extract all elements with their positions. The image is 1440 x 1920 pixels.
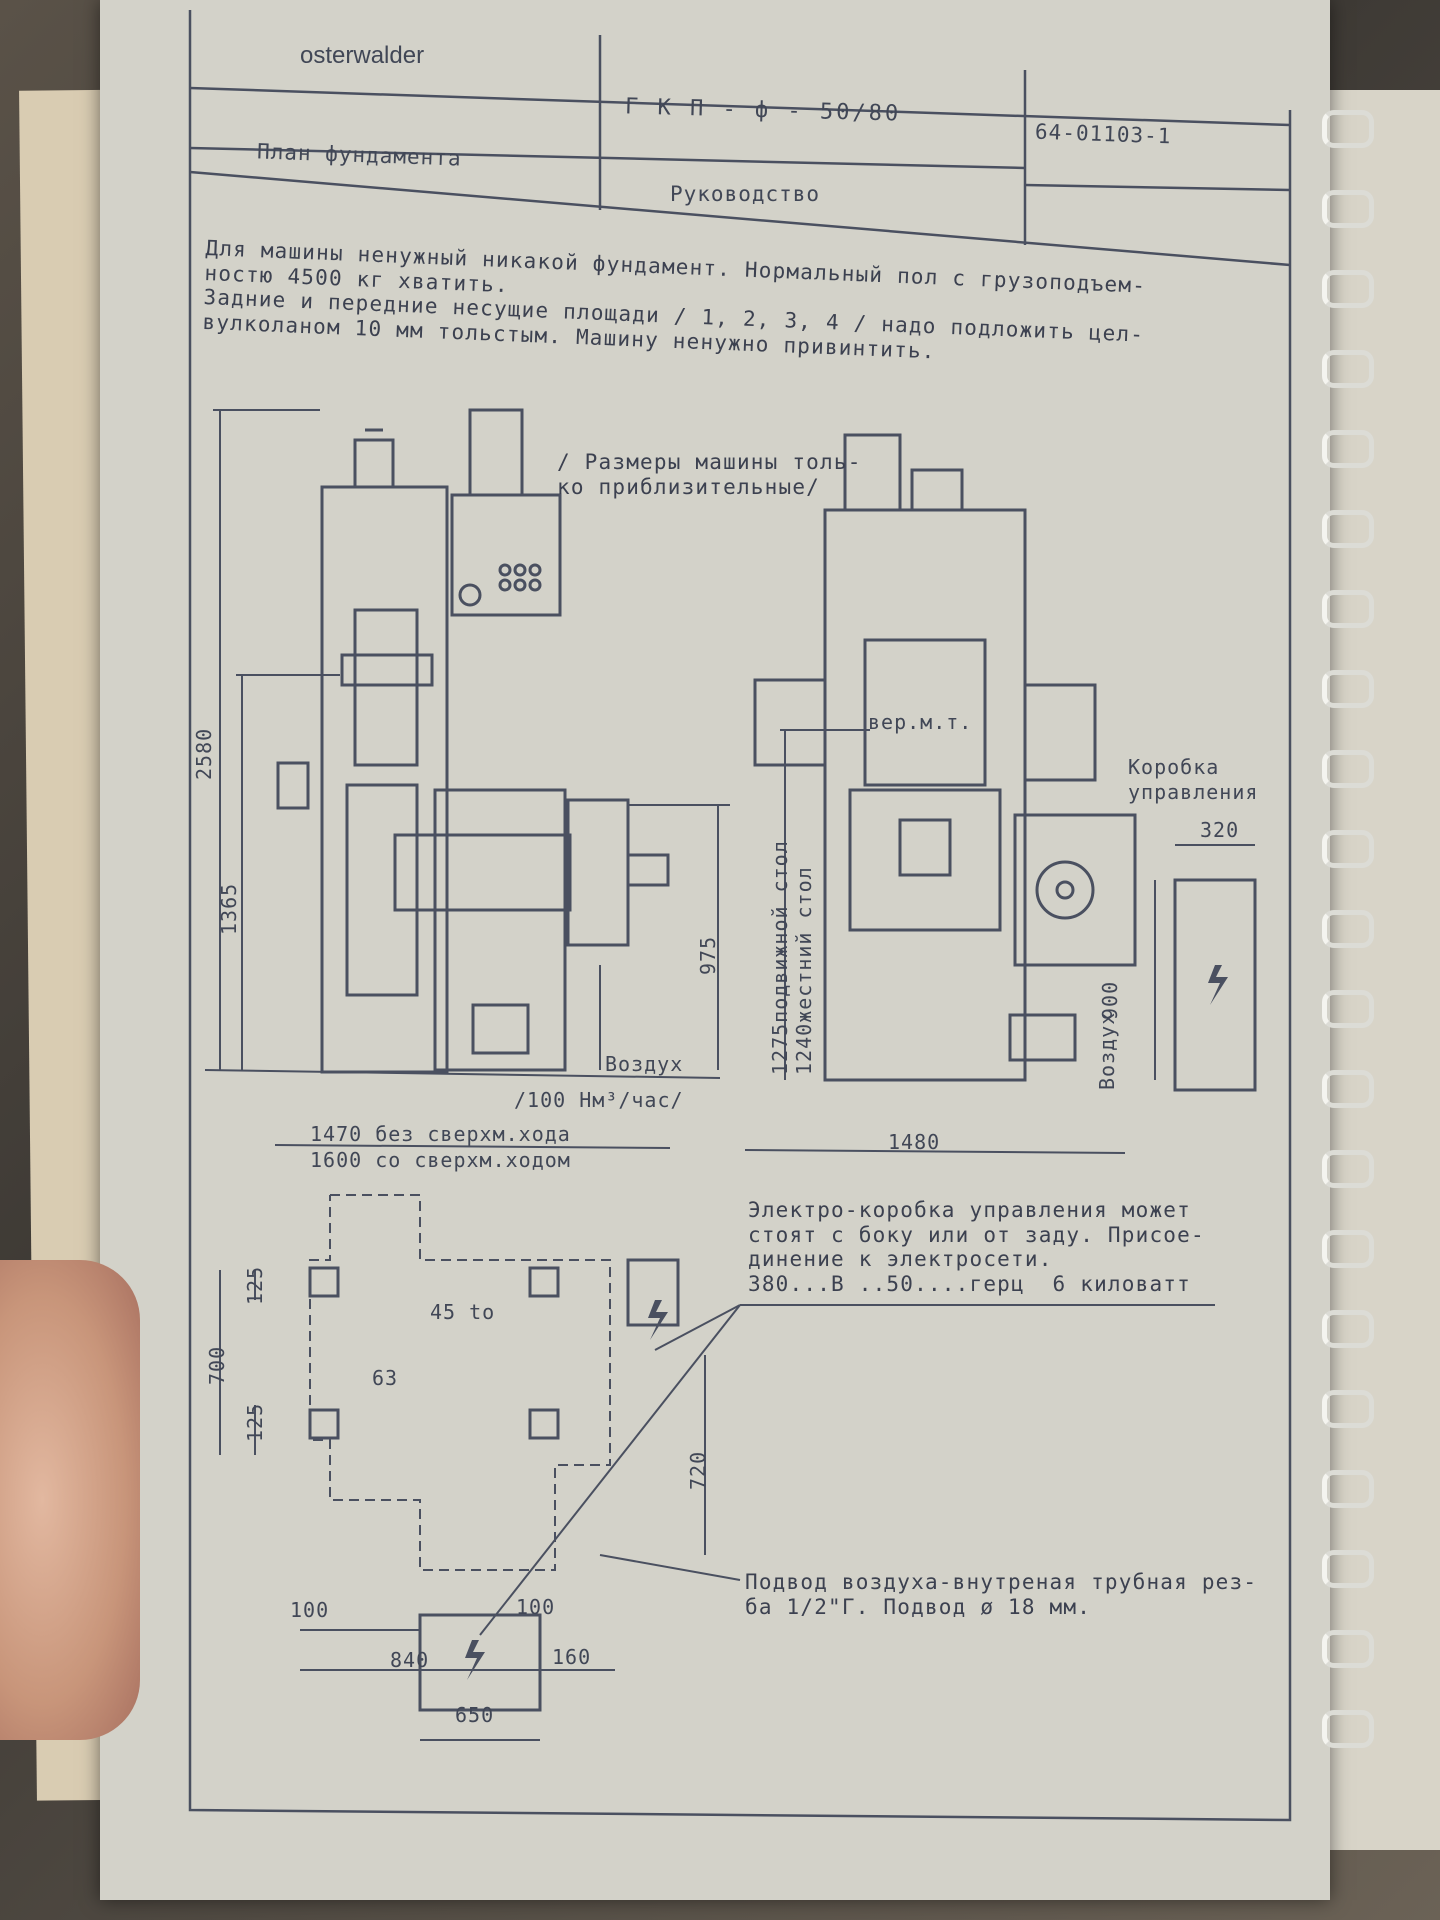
dim-100-left: 100 <box>290 1598 330 1622</box>
lightning-icon <box>465 965 1228 1680</box>
support-pads <box>308 1258 680 1712</box>
dim-1365: 1365 <box>217 882 241 935</box>
note-line: стоят с боку или от заду. Присое- <box>748 1222 1205 1247</box>
dim-1480: 1480 <box>888 1130 941 1154</box>
dim-125-bottom: 125 <box>243 1402 267 1442</box>
dim-125-top: 125 <box>243 1265 267 1305</box>
angle-label: 45 to <box>430 1300 496 1324</box>
dim-975: 975 <box>696 935 720 975</box>
movable-table-height: 1275подвижной стол <box>768 840 792 1075</box>
dim-840: 840 <box>390 1648 430 1672</box>
foundation-plan <box>309 1194 611 1571</box>
dim-700: 700 <box>205 1345 229 1385</box>
note-line: ба 1/2"Г. Подвод ø 18 мм. <box>745 1594 1092 1619</box>
dim-160: 160 <box>552 1645 592 1669</box>
note-line: ко приблизительные/ <box>557 474 821 499</box>
electrical-note: Электро-коробка управления может стоят с… <box>748 1198 1205 1296</box>
logo: osterwalder <box>300 42 425 69</box>
dim-2580: 2580 <box>192 727 216 780</box>
front-view-machine <box>753 433 1257 1092</box>
front-view-dimension-lines <box>744 729 1255 1154</box>
note-line: / Размеры машины толь- <box>557 450 862 474</box>
dim-320: 320 <box>1200 818 1240 842</box>
document-type: Руководство <box>670 182 821 206</box>
document-number: 64-01103-1 <box>1034 119 1172 149</box>
plan-dimension-lines <box>219 1270 1215 1741</box>
note-line: Электро-коробка управления может <box>748 1198 1191 1222</box>
top-dead-center-label: вер.м.т. <box>868 710 973 734</box>
air-label-front: Воздух <box>1095 1011 1119 1090</box>
fixed-table-height: 1240жестний стол <box>792 866 816 1075</box>
control-box-label-2: управления <box>1128 780 1259 804</box>
dim-100-right: 100 <box>516 1595 556 1619</box>
width-without-overtravel: 1470 без сверхм.хода <box>310 1122 571 1146</box>
air-flow: /100 Нм³/час/ <box>514 1088 684 1112</box>
width-with-overtravel: 1600 со сверхм.ходом <box>310 1148 571 1172</box>
note-line: Подвод воздуха-внутреная трубная рез- <box>745 1570 1258 1594</box>
control-box-label: Коробка <box>1128 755 1220 779</box>
title-block-lines <box>188 10 1292 1822</box>
side-view-machine <box>276 408 670 1074</box>
dimensions-note: / Размеры машины толь- ко приблизительны… <box>557 450 862 499</box>
dim-63: 63 <box>372 1366 399 1390</box>
dim-650: 650 <box>455 1703 495 1727</box>
air-label-side: Воздух <box>605 1052 684 1076</box>
hand-holding-page <box>0 1260 140 1740</box>
note-line: динение к электросети. <box>748 1247 1053 1271</box>
note-line: 380...В ..50....герц 6 киловатт <box>748 1271 1191 1296</box>
side-view-dimension-lines <box>204 409 730 1149</box>
dim-720: 720 <box>686 1450 710 1490</box>
air-supply-note: Подвод воздуха-внутреная трубная рез- ба… <box>745 1570 1257 1619</box>
manual-sheet <box>100 0 1330 1900</box>
